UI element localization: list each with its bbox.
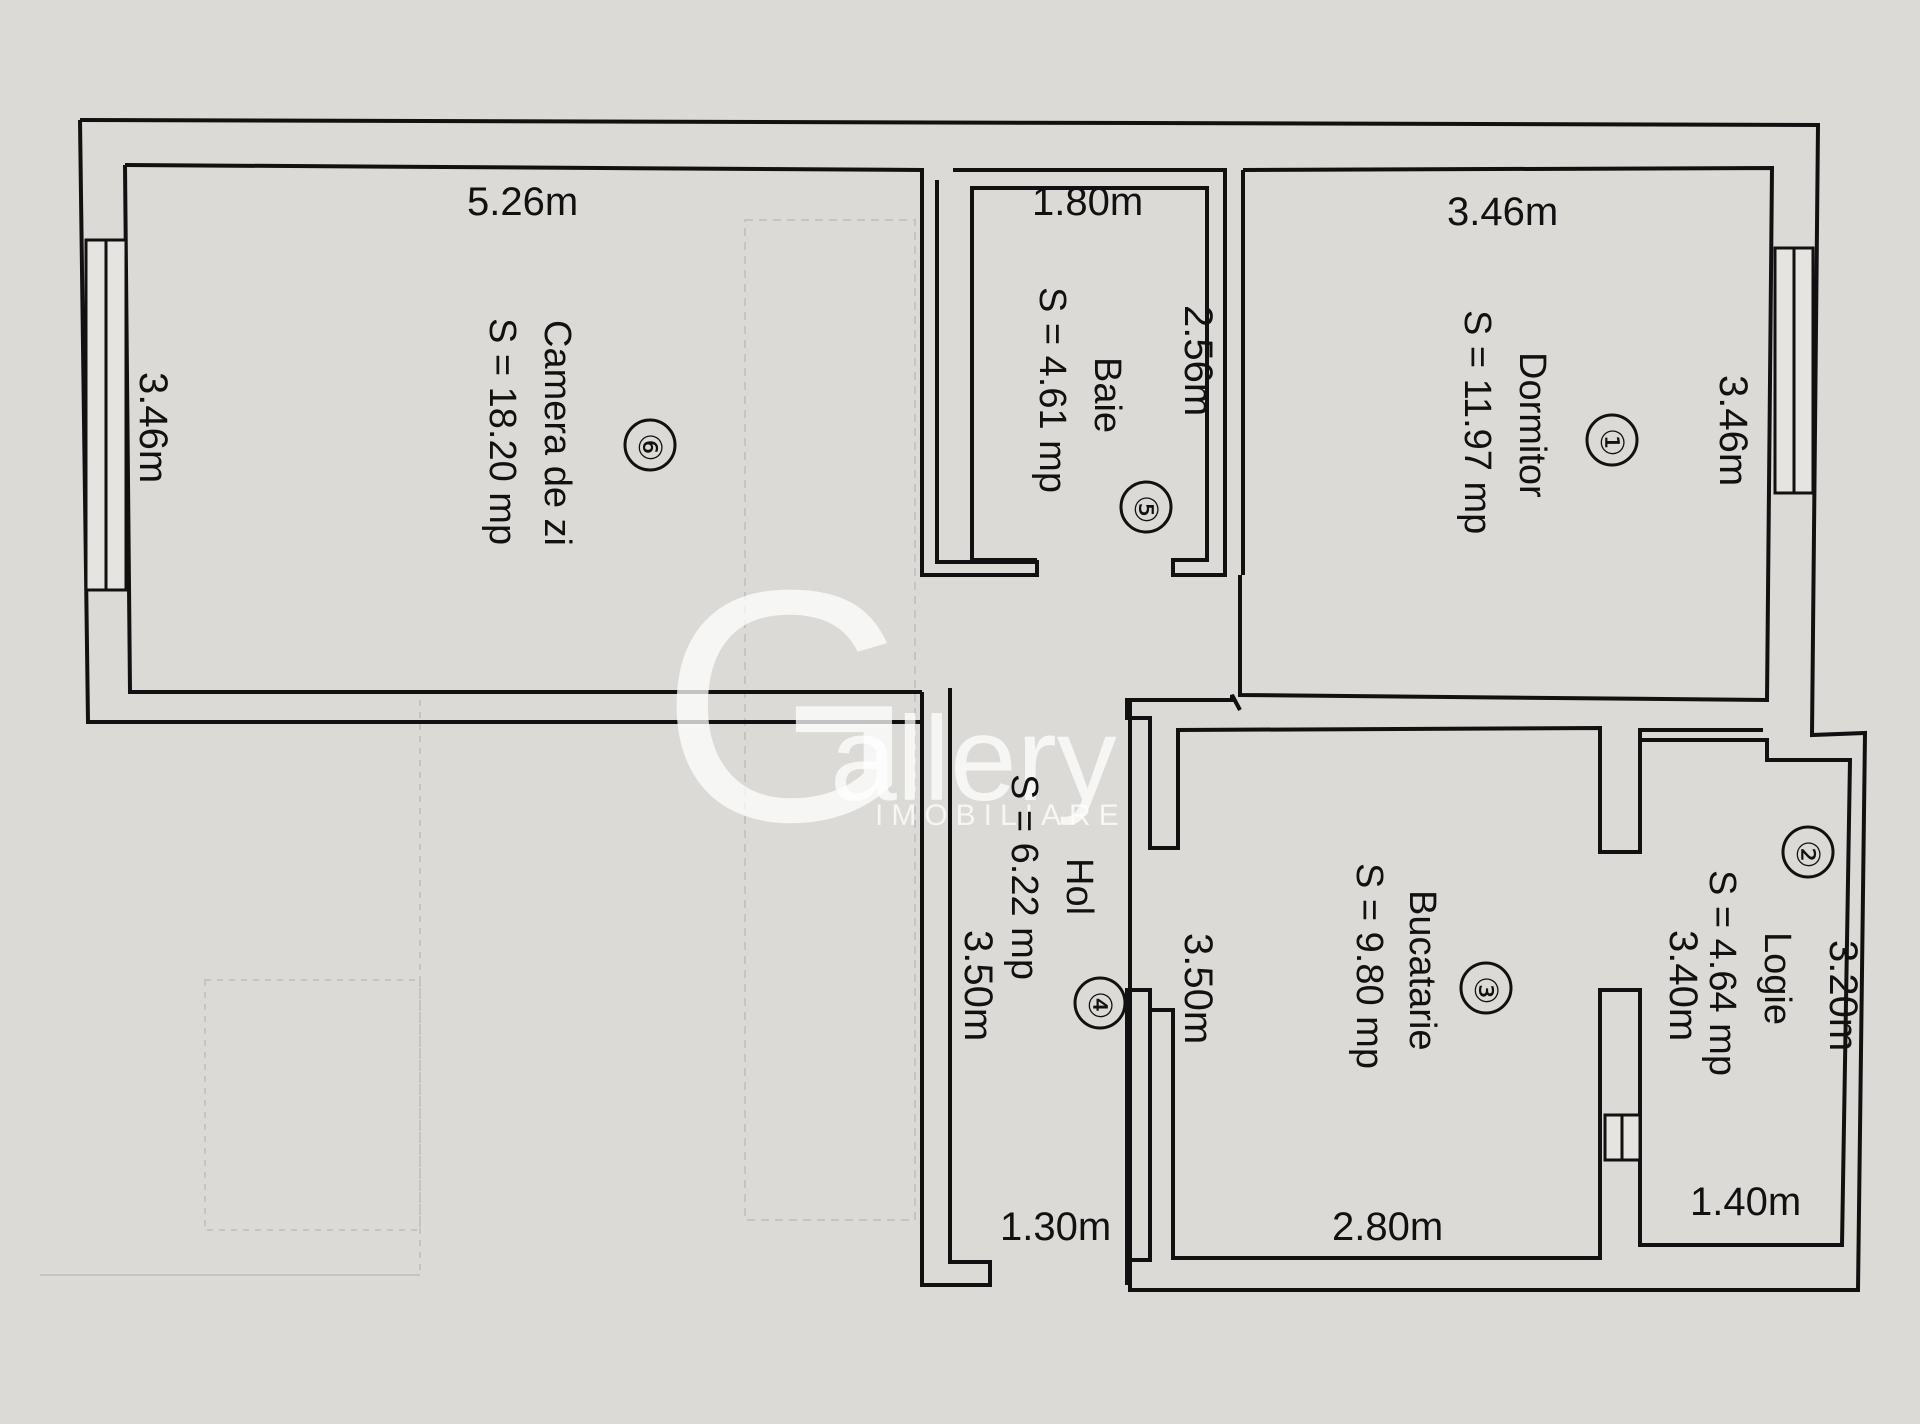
living-number-circle <box>623 418 677 472</box>
room-hallway: 3.50m 1.30m Hol S = 6.22 mp ④ <box>956 774 1127 1249</box>
living-dim-height: 3.46m <box>131 372 175 483</box>
watermark-subtitle: IMOBILIARE <box>875 799 1127 832</box>
hallway-dim-width: 1.30m <box>1000 1205 1111 1249</box>
hallway-dim-height: 3.50m <box>956 930 1000 1041</box>
kitchen-dim-width: 2.80m <box>1332 1205 1443 1249</box>
living-dim-width: 5.26m <box>467 180 578 224</box>
room-kitchen: 3.50m 2.80m Bucatarie S = 9.80 mp ③ <box>1176 863 1513 1249</box>
room-logia: 3.20m 3.40m 1.40m Logie S = 4.64 mp ② <box>1661 825 1865 1224</box>
bathroom-dim-height: 2.56m <box>1176 305 1220 416</box>
room-bathroom: 1.80m 2.56m Baie S = 4.61 mp ⑤ <box>1031 180 1220 534</box>
windows <box>84 238 1815 1162</box>
room-living: 5.26m 3.46m Camera de zi S = 18.20 mp ⑥ <box>131 180 677 546</box>
bedroom-dim-width: 3.46m <box>1447 190 1558 234</box>
kitchen-number-circle <box>1459 961 1513 1015</box>
watermark-letter: G <box>660 521 917 890</box>
logia-number: ② <box>1790 840 1826 869</box>
kitchen-number: ③ <box>1468 976 1504 1005</box>
logia-dim-inner: 3.40m <box>1661 930 1705 1041</box>
logia-dim-width: 1.40m <box>1690 1180 1801 1224</box>
logia-dim-outer: 3.20m <box>1821 940 1865 1051</box>
watermark-word: allery <box>830 692 1117 826</box>
living-area: S = 18.20 mp <box>481 318 523 545</box>
bedroom-area: S = 11.97 mp <box>1456 310 1498 534</box>
hallway-number: ④ <box>1082 991 1118 1020</box>
bedroom-walls <box>1238 165 1775 703</box>
bedroom-number-circle <box>1585 413 1639 467</box>
bathroom-number-circle <box>1119 480 1173 534</box>
hallway-name: Hol <box>1058 858 1100 915</box>
logia-name: Logie <box>1756 932 1798 1025</box>
kitchen-area: S = 9.80 mp <box>1348 863 1390 1069</box>
gallery-watermark: G allery IMOBILIARE <box>660 521 1127 890</box>
living-number: ⑥ <box>632 433 668 462</box>
outer-walls <box>79 118 1868 1292</box>
bedroom-dim-height: 3.46m <box>1711 375 1755 486</box>
logia-area: S = 4.64 mp <box>1701 870 1743 1076</box>
bathroom-walls <box>953 168 1227 577</box>
bathroom-name: Baie <box>1086 357 1128 433</box>
kitchen-name: Bucatarie <box>1401 890 1443 1051</box>
kitchen-dim-height: 3.50m <box>1176 933 1220 1044</box>
bedroom-number: ① <box>1594 428 1630 457</box>
hallway-number-circle <box>1073 976 1127 1030</box>
bathroom-area: S = 4.61 mp <box>1031 287 1073 493</box>
hallway-area: S = 6.22 mp <box>1003 774 1045 980</box>
room-bedroom: 3.46m 3.46m Dormitor S = 11.97 mp ① <box>1447 190 1755 534</box>
bathroom-number: ⑤ <box>1128 495 1164 524</box>
bedroom-name: Dormitor <box>1511 352 1553 498</box>
bathroom-dim-width: 1.80m <box>1032 180 1143 224</box>
logia-number-circle <box>1781 825 1835 879</box>
living-name: Camera de zi <box>536 320 578 546</box>
